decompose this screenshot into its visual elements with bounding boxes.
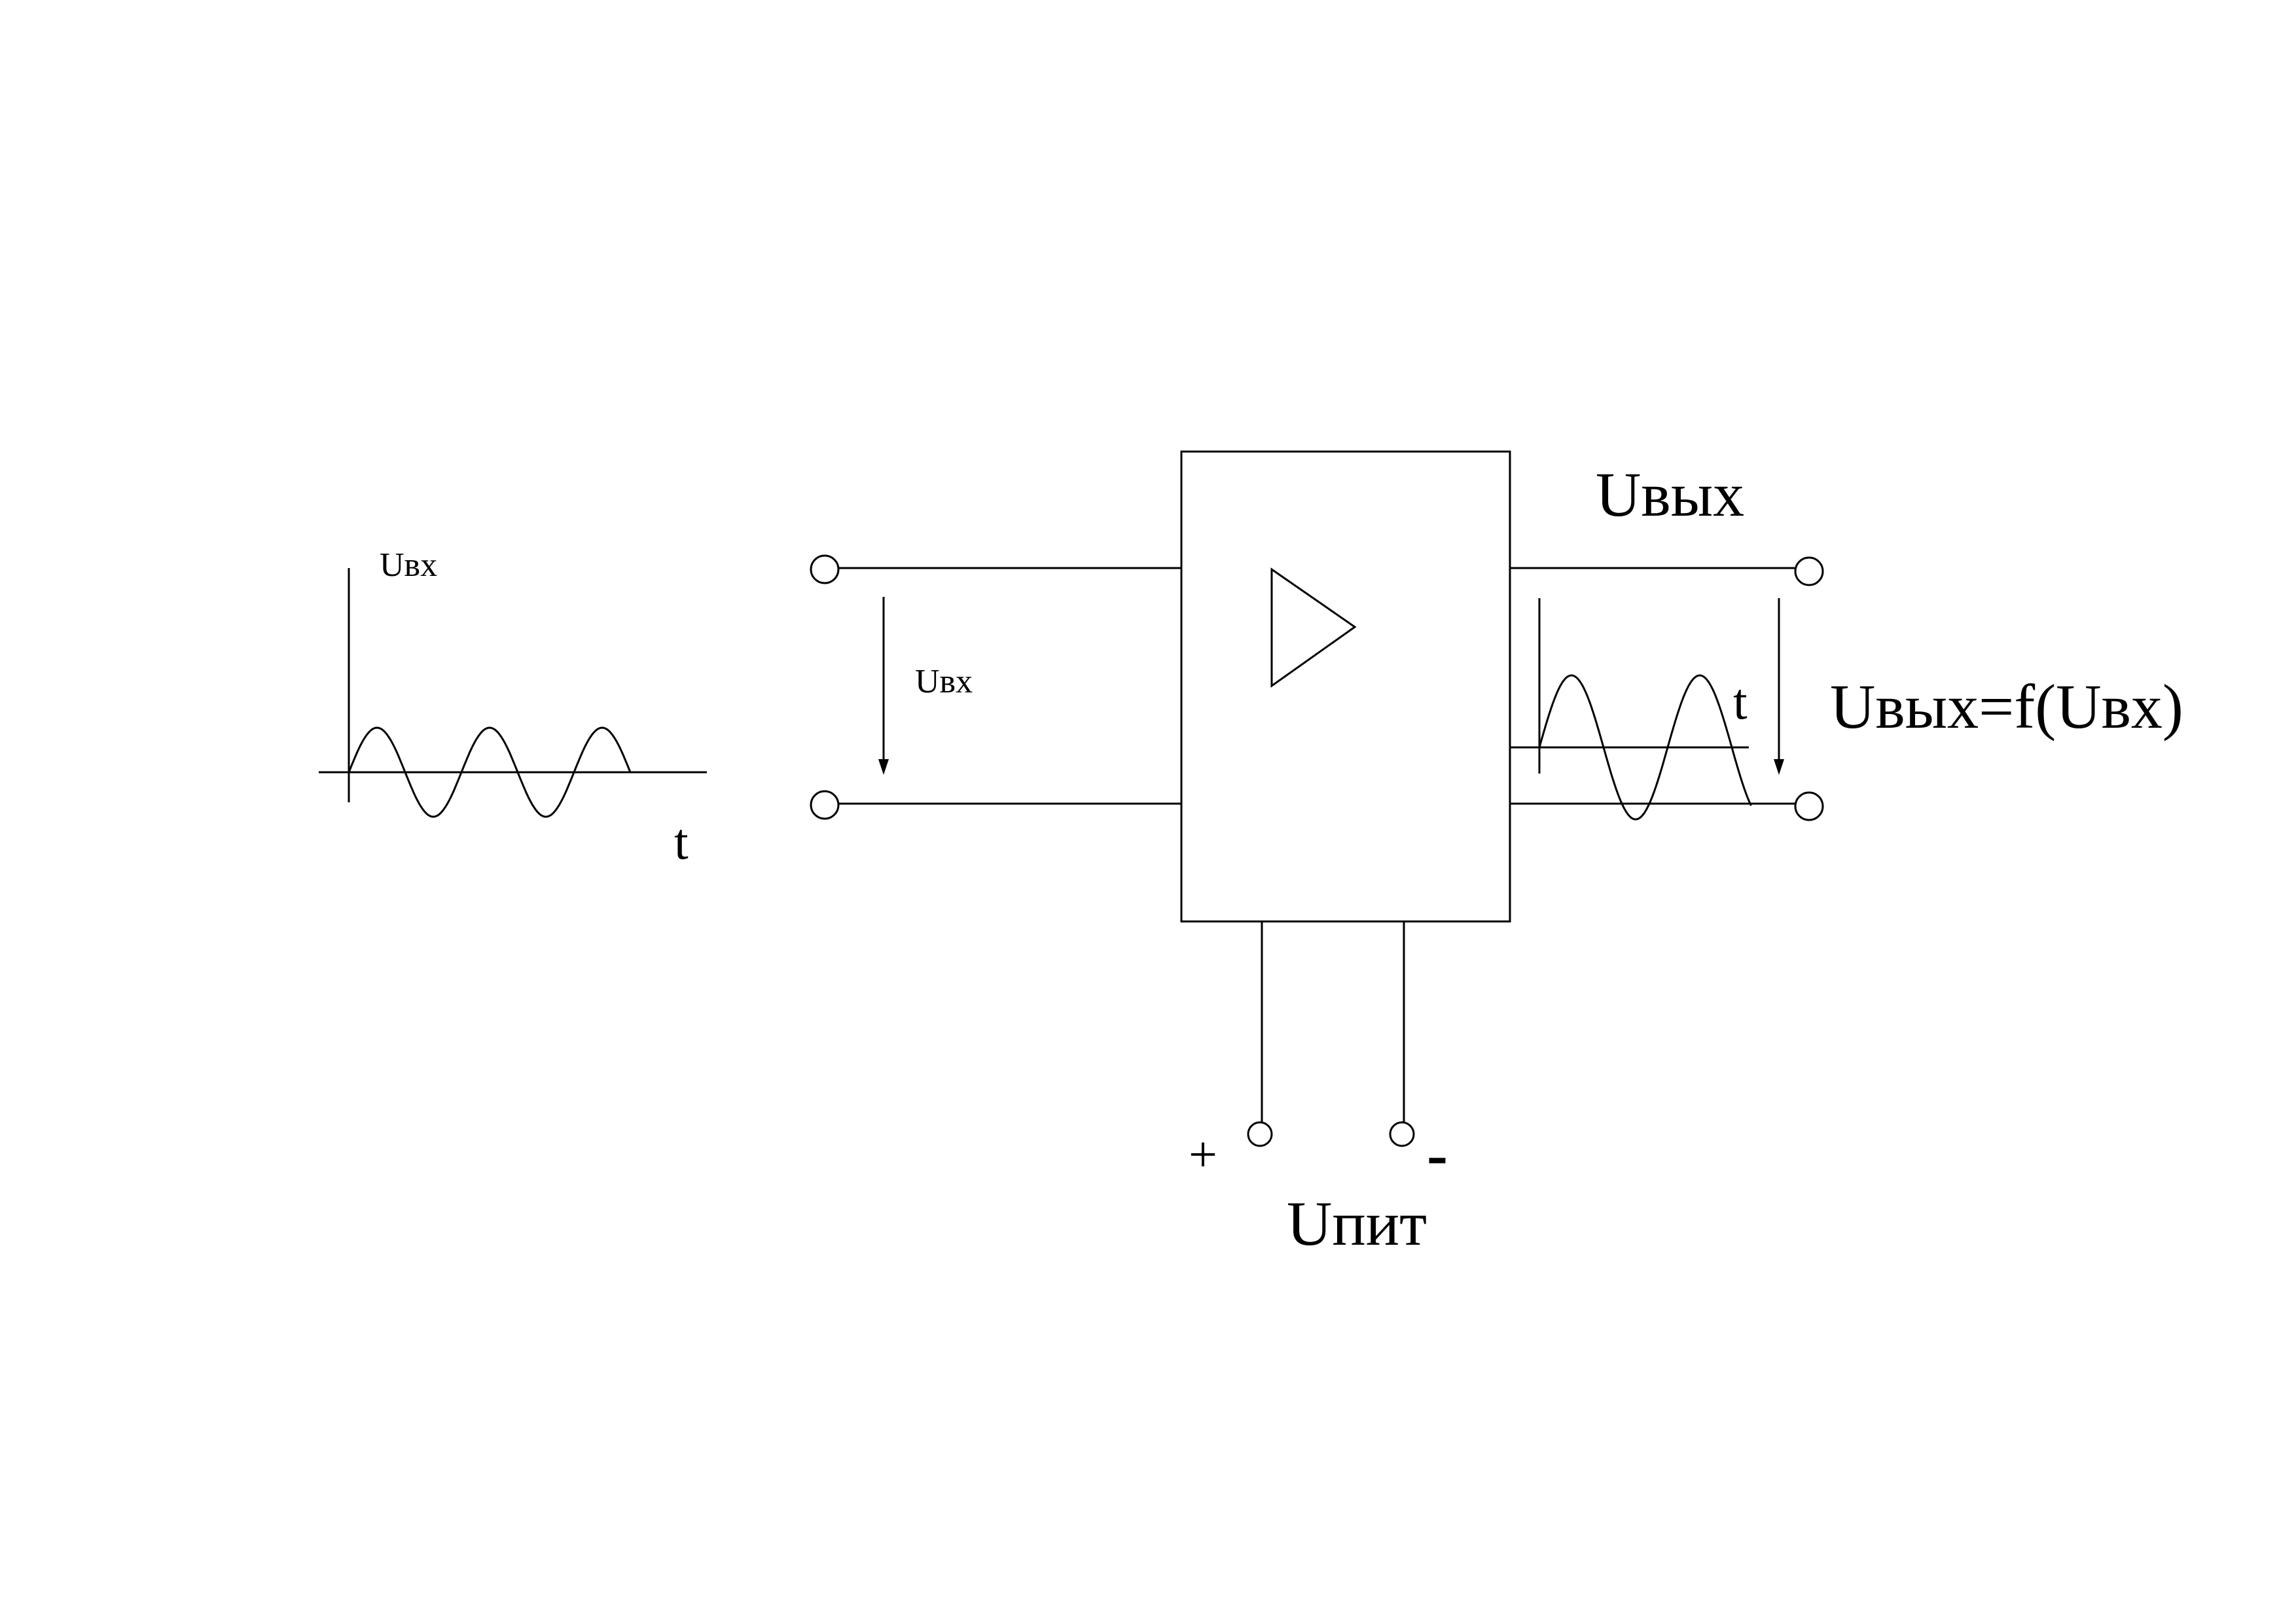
power-supply: + - Uпит: [1189, 921, 1448, 1258]
output-graph-t-label: t: [1733, 673, 1748, 730]
supply-minus-label: -: [1427, 1119, 1448, 1189]
input-port: Uвх: [810, 554, 1181, 820]
output-port: Uвых Uвых=f(Uвх): [1510, 459, 2183, 821]
input-voltage-label: Uвх: [915, 663, 973, 700]
input-graph-t-label: t: [674, 813, 689, 870]
input-voltage-arrowhead: [878, 759, 889, 775]
amplifier-box: [1180, 450, 1511, 923]
output-sine-wave: [1538, 674, 1752, 821]
output-voltage-arrowhead: [1774, 759, 1784, 775]
supply-voltage-label: Uпит: [1287, 1188, 1427, 1258]
input-signal-graph: Uвх t: [319, 546, 707, 870]
supply-terminal-minus: [1389, 1121, 1415, 1147]
output-function-label: Uвых=f(Uвх): [1830, 671, 2183, 741]
input-terminal-top: [810, 554, 840, 584]
input-graph-y-label: Uвх: [380, 546, 437, 584]
input-sine-wave: [348, 726, 632, 818]
supply-terminal-plus: [1247, 1121, 1273, 1147]
output-terminal-top: [1794, 556, 1824, 586]
input-terminal-bottom: [810, 790, 840, 820]
amplifier-triangle-icon: [1270, 567, 1357, 688]
output-signal-graph: t: [1510, 598, 1752, 821]
output-terminal-bottom: [1794, 791, 1824, 821]
supply-plus-label: +: [1189, 1126, 1217, 1183]
output-voltage-label: Uвых: [1596, 459, 1744, 529]
amplifier-block: [1180, 450, 1511, 923]
